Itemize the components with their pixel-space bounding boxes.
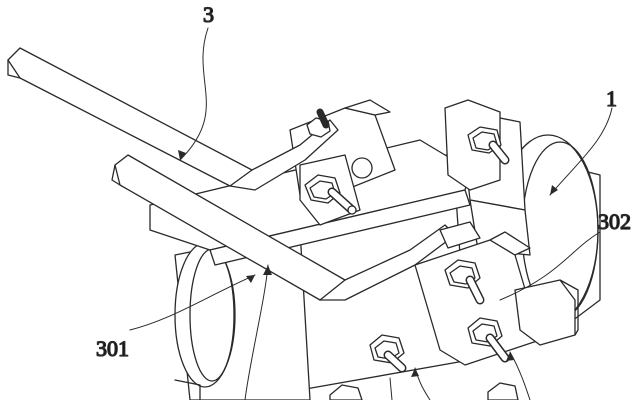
lever-handle-upper <box>7 47 339 191</box>
bolt-bottom-partial <box>329 382 519 400</box>
bolt-bracket-upper <box>444 259 485 305</box>
leader-arrowheads <box>178 150 558 377</box>
leader-301 <box>129 274 256 331</box>
callout-301: 301 <box>96 336 129 361</box>
leader-bottom-left <box>244 264 269 400</box>
leader-bottom-short <box>389 377 393 400</box>
callout-1: 1 <box>606 86 617 111</box>
callout-3: 3 <box>203 2 214 27</box>
bolt-flange <box>467 126 510 165</box>
bolt-upper-top <box>306 108 331 138</box>
callout-302: 302 <box>598 209 631 234</box>
bolt-bracket-lower <box>467 317 510 363</box>
leader-lines <box>129 27 613 400</box>
leader-1 <box>549 107 613 196</box>
leader-302 <box>499 231 601 301</box>
bolt-bottom-left <box>369 334 407 373</box>
bolt-upper-left <box>304 174 357 215</box>
leader-3 <box>179 27 209 161</box>
leader-bottom-right <box>509 351 531 400</box>
